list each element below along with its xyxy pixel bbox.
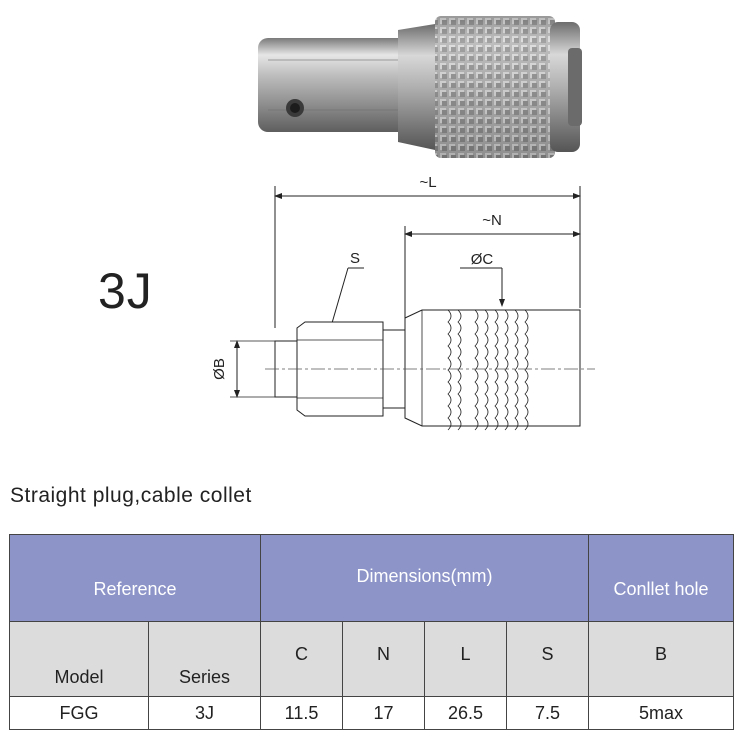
cell-series: 3J	[148, 696, 261, 730]
subheader-b: B	[588, 621, 735, 697]
subheader-s: S	[505, 621, 590, 697]
dimension-drawing: ~L ~N ØC S ØB	[211, 174, 595, 431]
cell-c: 11.5	[260, 696, 343, 730]
product-code: 3J	[98, 263, 153, 319]
subheader-c: C	[260, 621, 343, 697]
table-subheader-row: Model Series C N L S B	[9, 621, 735, 697]
dim-label-s: S	[350, 250, 360, 267]
dim-label-c: ØC	[471, 251, 494, 268]
header-collet-hole: Conllet hole	[588, 534, 735, 622]
knurl-bands	[447, 309, 529, 431]
table-header-row: Reference Dimensions(mm) Conllet hole	[9, 534, 735, 622]
product-caption: Straight plug,cable collet	[10, 484, 252, 507]
dim-label-b: ØB	[211, 358, 228, 380]
subheader-model: Model	[9, 621, 149, 697]
cell-b: 5max	[588, 696, 735, 730]
dim-label-l: ~L	[419, 174, 436, 191]
cell-l: 26.5	[424, 696, 507, 730]
subheader-l: L	[424, 621, 507, 697]
spec-table: Reference Dimensions(mm) Conllet hole Mo…	[9, 534, 735, 730]
cell-model: FGG	[9, 696, 149, 730]
subheader-n: N	[342, 621, 425, 697]
connector-photo	[258, 16, 582, 158]
table-row: FGG 3J 11.5 17 26.5 7.5 5max	[9, 696, 735, 730]
header-reference: Reference	[9, 534, 261, 622]
cell-s: 7.5	[505, 696, 590, 730]
subheader-series: Series	[148, 621, 261, 697]
cell-n: 17	[342, 696, 425, 730]
header-dimensions: Dimensions(mm)	[259, 534, 590, 622]
dim-label-n: ~N	[482, 212, 502, 229]
